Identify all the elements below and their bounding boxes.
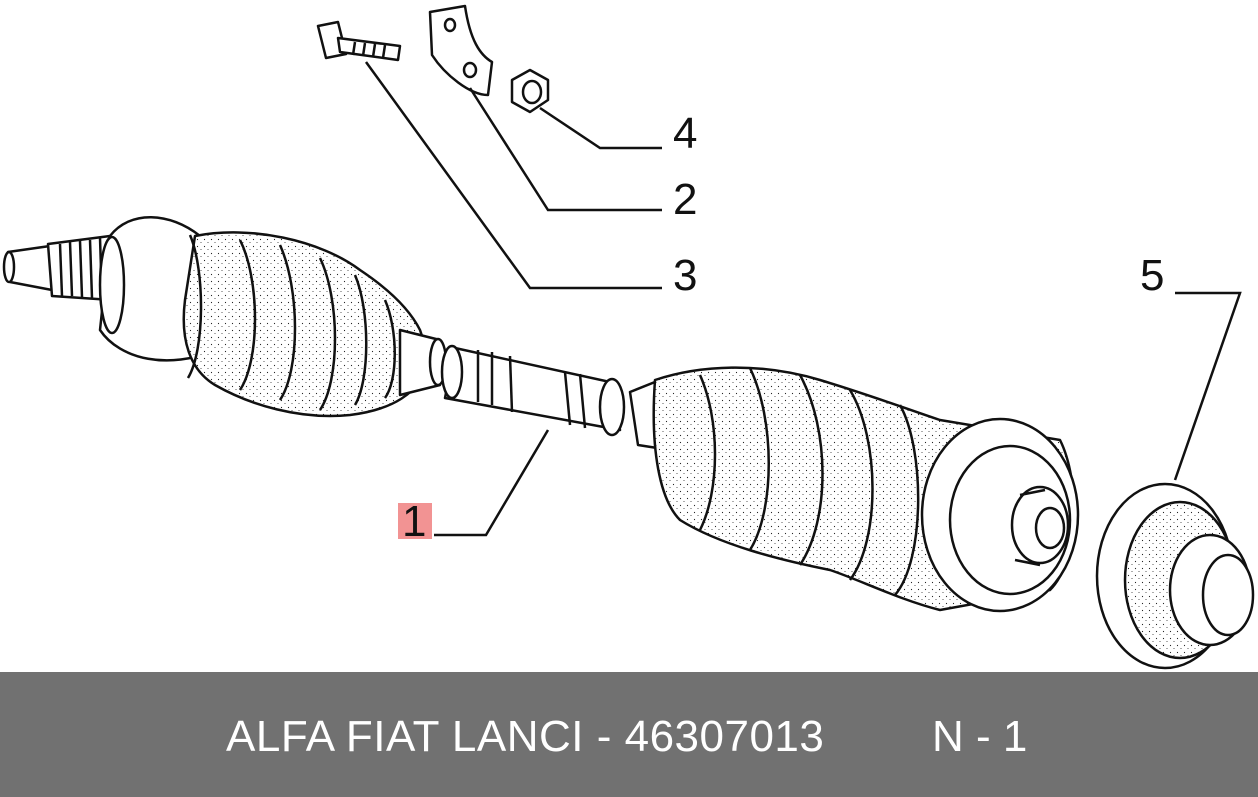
callout-4: 4	[673, 109, 697, 158]
dust-cover-icon	[1095, 482, 1255, 670]
footer-bar	[0, 672, 1258, 797]
bolt-icon	[316, 20, 402, 62]
left-cv-joint-icon	[2, 216, 448, 418]
leader-line-3	[364, 61, 662, 290]
callout-2: 2	[673, 175, 697, 224]
footer-position-code: N - 1	[932, 712, 1028, 761]
callout-5: 5	[1140, 251, 1164, 300]
exploded-diagram: 4 2 3 5 1	[2, 4, 1255, 670]
callout-1-highlight	[398, 503, 432, 539]
bracket-icon	[428, 4, 494, 97]
footer-part-title: ALFA FIAT LANCI - 46307013	[226, 712, 825, 761]
shaft-icon	[440, 344, 626, 437]
leader-line-2	[468, 87, 662, 212]
leader-line-4	[539, 106, 662, 150]
nut-icon	[510, 68, 550, 114]
leader-line-1	[434, 429, 550, 537]
callout-1: 1	[402, 497, 426, 546]
leader-line-5	[1173, 291, 1242, 481]
right-cv-joint-icon	[628, 366, 1080, 613]
callout-3: 3	[673, 251, 697, 300]
